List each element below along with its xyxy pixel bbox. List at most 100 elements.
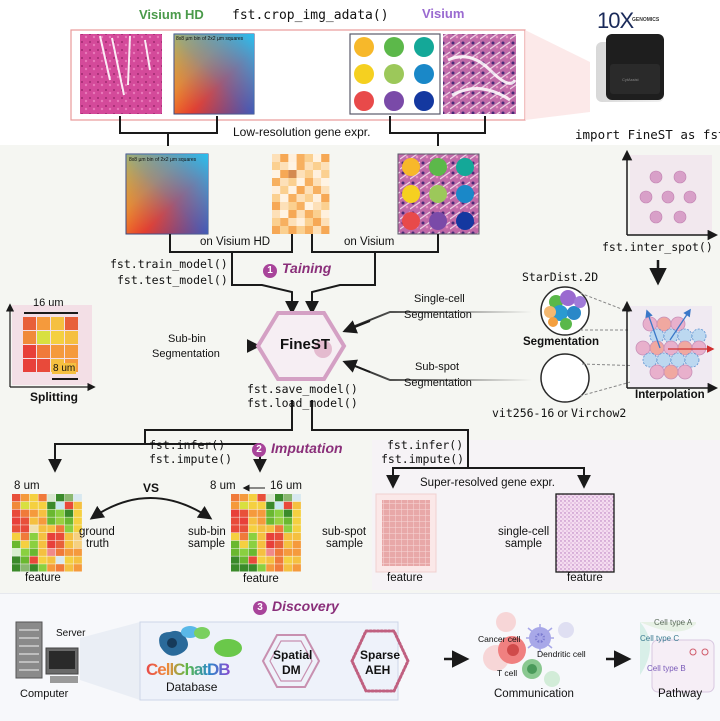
sub-bin-heatmap-cell <box>266 494 275 502</box>
sub-bin-heatmap-cell <box>231 501 240 510</box>
low-resolution-cell <box>321 218 330 226</box>
sub-bin-heatmap-cell <box>257 540 266 549</box>
low-resolution-cell <box>321 178 330 186</box>
ground-truth-heatmap-cell <box>29 548 38 556</box>
low-resolution-cell <box>321 194 330 202</box>
visium-tissue-image <box>443 34 516 114</box>
computer-label: Computer <box>20 688 69 700</box>
sub-bin-heatmap-cell <box>292 525 301 533</box>
brand-text: 10X <box>597 8 634 33</box>
sub-bin-heatmap-cell <box>257 525 266 533</box>
splitting-grid-cell <box>51 345 64 358</box>
sub-bin-sample-line2: sample <box>188 538 226 550</box>
ground-truth-heatmap-cell <box>29 564 38 572</box>
low-resolution-cell <box>321 202 330 210</box>
ground-truth-heatmap-cell <box>64 540 74 549</box>
visium-spot <box>402 212 420 230</box>
spot-dot <box>639 190 653 204</box>
splitting-grid-cell <box>23 317 36 330</box>
device-label: CytAssist <box>622 77 639 82</box>
spot-dot <box>673 210 687 224</box>
sub-bin-heatmap-cell <box>266 564 275 572</box>
visium-spot <box>354 91 374 111</box>
low-resolution-cell <box>272 202 281 210</box>
ground-truth-heatmap-cell <box>38 509 47 517</box>
low-resolution-cell <box>288 170 297 178</box>
sparse-aeh-hexagon <box>350 629 410 693</box>
low-resolution-cell <box>272 226 281 234</box>
cancer-cell-label: Cancer cell <box>478 634 521 644</box>
low-resolution-cell <box>313 218 322 226</box>
training-hd-bin-caption: 8x8 µm bin of 2x2 µm squares <box>129 157 197 163</box>
step-2-badge: 2 <box>252 443 266 457</box>
ground-truth-heatmap-cell <box>73 540 82 549</box>
sub-bin-heatmap-cell <box>231 556 240 564</box>
super-resolved-label: Super-resolved gene expr. <box>420 477 555 489</box>
splitting-8um-label: 8 um <box>52 363 77 374</box>
sub-bin-heatmap-cell <box>266 533 275 541</box>
sub-bin-heatmap-cell <box>231 494 240 502</box>
low-resolution-cell <box>296 154 305 162</box>
spatial-dm-line1: Spatial <box>273 648 313 662</box>
sub-bin-feature-label: feature <box>243 573 279 585</box>
ground-truth-heatmap-cell <box>47 556 56 564</box>
cellchatdb-logo: CellChatDB <box>146 660 231 679</box>
ground-truth-heatmap-cell <box>56 525 65 533</box>
ground-truth-heatmap-cell <box>20 548 30 556</box>
ground-truth-heatmap-cell <box>56 548 65 556</box>
ground-truth-heatmap-cell <box>29 501 38 510</box>
sparse-aeh-line2: AEH <box>365 663 391 677</box>
ground-truth-heatmap-cell <box>12 509 21 517</box>
virchow-model-name: Virchow2 <box>570 406 627 420</box>
sub-spot-segmentation-icon <box>540 353 590 403</box>
ground-truth-feature-label: feature <box>25 572 61 584</box>
low-resolution-cell <box>313 210 322 218</box>
import-finest-code: import FineST as fst <box>575 127 720 142</box>
sub-bin-heatmap-cell <box>292 494 301 502</box>
low-resolution-cell <box>321 210 330 218</box>
sub-bin-heatmap-cell <box>292 501 301 510</box>
sub-bin-size-small: 8 um <box>210 480 236 492</box>
spatial-dm-hexagon <box>261 634 321 688</box>
sub-bin-heatmap-cell <box>248 494 257 502</box>
ground-truth-heatmap-cell <box>56 501 65 510</box>
interpolation-label: Interpolation <box>635 389 705 401</box>
low-resolution-cell <box>288 194 297 202</box>
step-1-badge: 1 <box>263 264 277 278</box>
low-resolution-cell <box>272 154 281 162</box>
impute-function-right: fst.impute() <box>381 452 465 466</box>
low-resolution-cell <box>272 170 281 178</box>
low-resolution-cell <box>272 178 281 186</box>
low-resolution-cell <box>288 178 297 186</box>
ground-truth-heatmap-cell <box>38 517 47 525</box>
sub-bin-heatmap-cell <box>239 517 249 525</box>
inter-spot-function: fst.inter_spot() <box>602 240 713 254</box>
low-resolution-cell <box>272 218 281 226</box>
low-resolution-cell <box>321 186 330 194</box>
visium-spot <box>414 64 434 84</box>
ground-truth-heatmap-cell <box>47 501 56 510</box>
low-resolution-cell <box>296 186 305 194</box>
splitting-grid-cell <box>23 331 36 344</box>
visium-spot <box>456 185 474 203</box>
low-resolution-cell <box>296 178 305 186</box>
single-cell-feature-label: feature <box>567 572 603 584</box>
low-resolution-cell <box>288 218 297 226</box>
low-resolution-cell <box>304 162 313 170</box>
sub-spot-seg-line1: Sub-spot <box>415 361 460 373</box>
ground-truth-heatmap-cell <box>38 525 47 533</box>
sub-bin-heatmap-cell <box>275 525 284 533</box>
splitting-grid-cell <box>23 345 36 358</box>
ground-truth-heatmap-cell <box>64 556 74 564</box>
visium-spot <box>456 158 474 176</box>
splitting-grid-cell <box>65 345 78 358</box>
splitting-grid-cell <box>65 331 78 344</box>
server-label: Server <box>56 628 86 639</box>
interpolated-spot <box>670 352 686 368</box>
interpolated-spot <box>663 340 679 356</box>
sub-bin-heatmap-cell <box>266 525 275 533</box>
ground-truth-heatmap-cell <box>56 509 65 517</box>
sub-bin-heatmap-cell <box>292 533 301 541</box>
sub-bin-heatmap-cell <box>248 533 257 541</box>
low-resolution-cell <box>313 162 322 170</box>
